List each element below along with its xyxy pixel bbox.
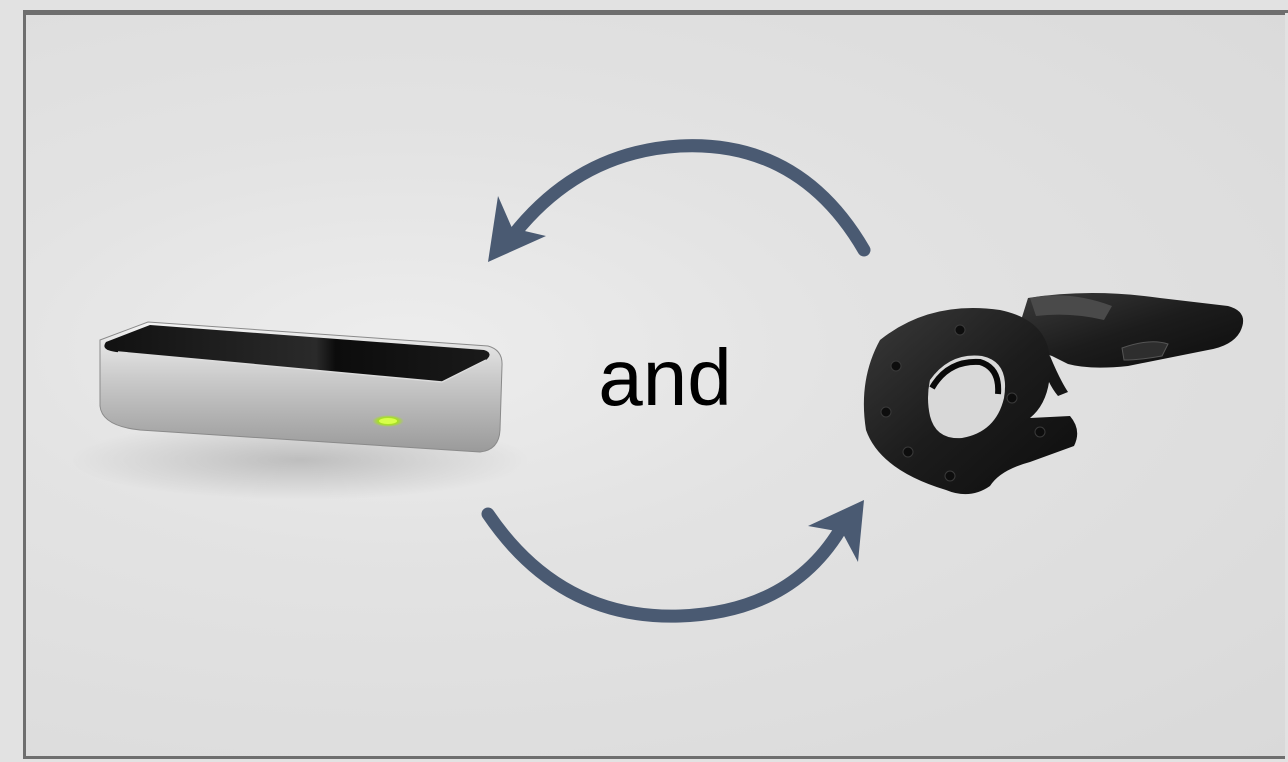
bottom-arrow: [488, 500, 864, 616]
connector-label: and: [560, 338, 770, 418]
top-arrow: [488, 146, 864, 262]
motion-sensor-bar-icon: [70, 322, 530, 500]
vr-controller-icon: [864, 293, 1243, 494]
